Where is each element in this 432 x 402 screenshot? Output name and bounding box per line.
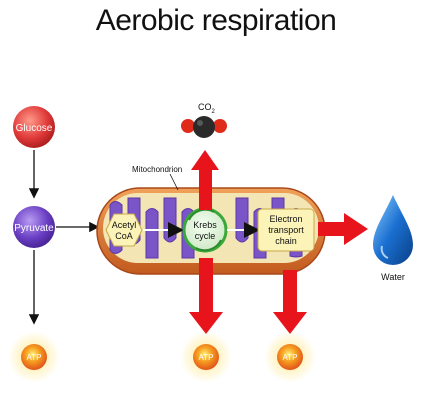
acetyl-coa: Acetyl CoA <box>105 213 143 247</box>
pyruvate-label: Pyruvate <box>14 223 54 234</box>
arrow-krebs-to-atp <box>189 258 223 334</box>
acetyl-label-2: CoA <box>115 231 133 241</box>
water-drop: Water <box>373 195 413 282</box>
electron-transport-chain: Electron transport chain <box>257 208 315 252</box>
etc-label-2: transport <box>268 225 304 235</box>
mitochondrion-label: Mitochondrion <box>132 165 182 174</box>
arrow-to-water <box>318 213 368 245</box>
atp-glycolysis: ATP <box>8 331 60 383</box>
arrow-etc-to-atp <box>273 270 307 334</box>
atp-label-3: ATP <box>283 353 298 362</box>
pyruvate-molecule: Pyruvate <box>13 206 55 248</box>
glucose-molecule: Glucose <box>13 106 55 148</box>
water-label: Water <box>381 272 405 282</box>
glucose-label: Glucose <box>16 123 53 134</box>
arrow-to-co2 <box>191 150 219 210</box>
krebs-cycle: Krebs cycle <box>182 207 228 253</box>
co2-label: CO2 <box>198 102 216 115</box>
etc-label-1: Electron <box>269 214 302 224</box>
atp-krebs: ATP <box>180 331 232 383</box>
acetyl-label-1: Acetyl <box>112 220 137 230</box>
co2-molecule: CO2 <box>181 102 227 138</box>
atp-label-2: ATP <box>199 353 214 362</box>
krebs-label-1: Krebs <box>193 220 217 230</box>
atp-etc: ATP <box>264 331 316 383</box>
mitochondrion-pointer <box>169 173 179 191</box>
krebs-label-2: cycle <box>195 231 216 241</box>
atp-label-1: ATP <box>27 353 42 362</box>
page-title: Aerobic respiration <box>95 4 337 37</box>
etc-label-3: chain <box>275 236 297 246</box>
